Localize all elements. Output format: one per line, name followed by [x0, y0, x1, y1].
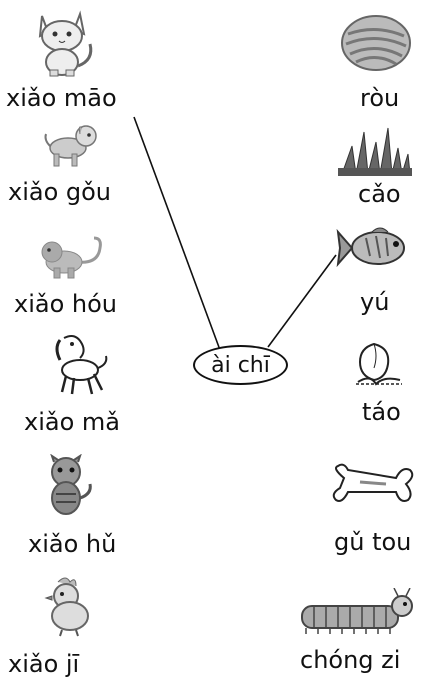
line-center-to-fish	[267, 254, 337, 348]
label-yu: yú	[360, 288, 390, 316]
label-gu-tou: gǔ tou	[334, 528, 412, 556]
label-xiao-gou: xiǎo gǒu	[8, 178, 112, 206]
label-rou: ròu	[360, 84, 400, 112]
label-xiao-hu: xiǎo hǔ	[28, 530, 117, 558]
cat-icon	[32, 8, 98, 78]
label-cao: cǎo	[358, 180, 401, 208]
peach-icon	[350, 340, 410, 390]
label-xiao-hou: xiǎo hóu	[14, 290, 117, 318]
fish-icon	[336, 224, 412, 274]
line-cat-to-center	[133, 116, 221, 351]
center-label: ài chī	[211, 352, 270, 378]
puppy-icon	[42, 122, 102, 168]
horse-icon	[50, 330, 110, 400]
label-xiao-ma: xiǎo mǎ	[24, 408, 120, 436]
center-oval: ài chī	[193, 345, 288, 385]
chick-icon	[36, 574, 100, 638]
meat-icon	[340, 14, 412, 72]
bone-icon	[330, 462, 416, 506]
monkey-icon	[38, 234, 110, 280]
tiger-icon	[34, 454, 98, 518]
label-xiao-ji: xiǎo jī	[8, 650, 80, 678]
grass-icon	[338, 124, 412, 176]
label-chong-zi: chóng zi	[300, 646, 401, 674]
caterpillar-icon	[296, 588, 416, 640]
label-tao: táo	[362, 398, 401, 426]
label-xiao-mao: xiǎo māo	[6, 84, 117, 112]
